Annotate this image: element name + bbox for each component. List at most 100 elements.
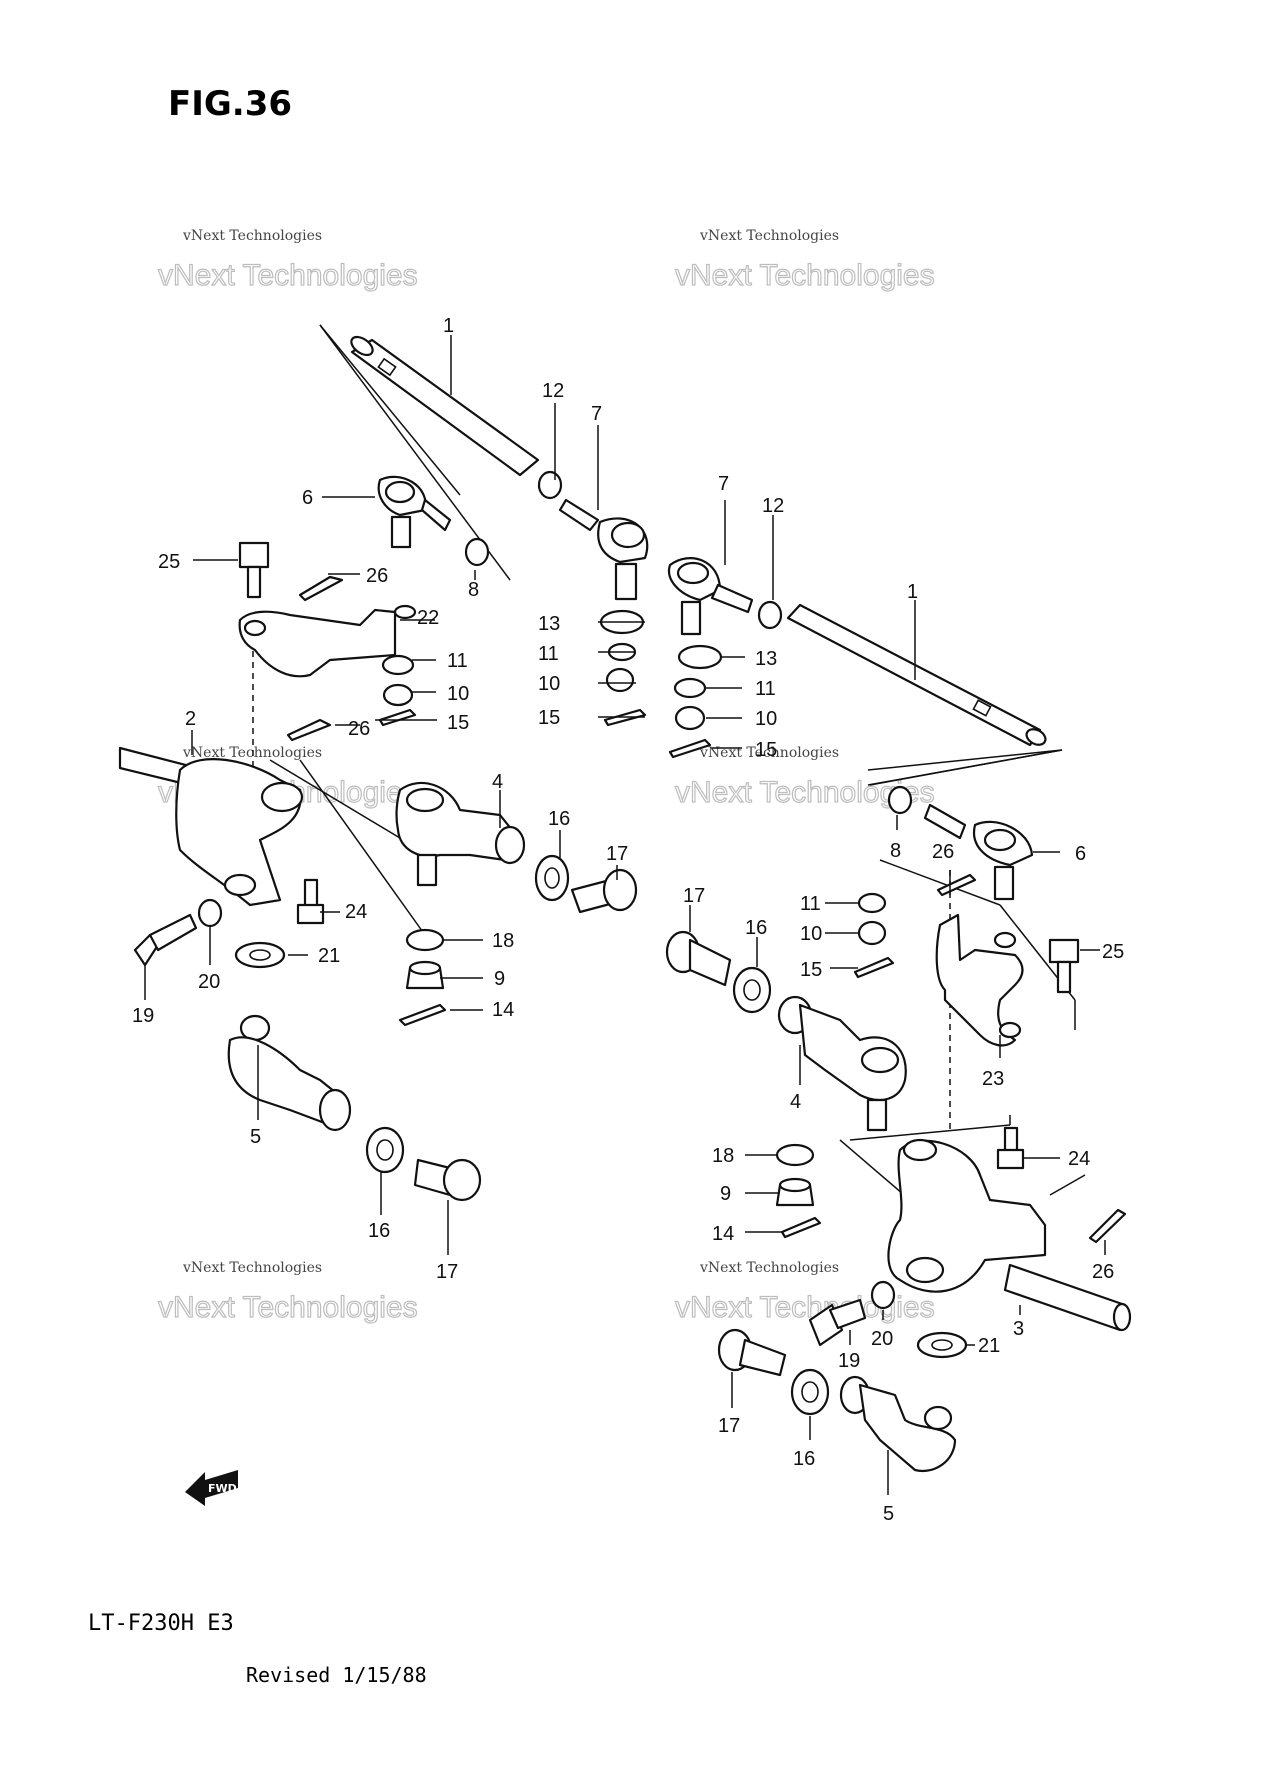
nut-10-right xyxy=(674,705,706,731)
tie-rod-right xyxy=(786,603,1047,747)
revision-note: Revised 1/15/88 xyxy=(246,1663,427,1687)
castle-nut-9-right xyxy=(775,1177,815,1207)
callout-6: 6 xyxy=(1075,843,1086,865)
lock-nut-12-right xyxy=(757,600,783,630)
callout-13: 13 xyxy=(755,648,777,670)
spacer-16-left xyxy=(534,854,570,902)
callout-13: 13 xyxy=(538,613,560,635)
callout-25: 25 xyxy=(1102,941,1124,963)
bolt-17-right xyxy=(665,930,732,987)
callout-5: 5 xyxy=(883,1503,894,1525)
callout-3: 3 xyxy=(1013,1318,1024,1340)
watermark-text: vNext Technologies xyxy=(699,228,839,244)
callout-7: 7 xyxy=(718,473,729,495)
callout-26: 26 xyxy=(348,718,370,740)
callout-1: 1 xyxy=(907,581,918,603)
tie-rod-end-5-right xyxy=(839,1375,957,1473)
nut-10-left-upper xyxy=(382,683,414,707)
callout-11: 11 xyxy=(447,650,468,672)
lock-nut-8-left xyxy=(464,537,490,567)
cotter-pin-15-right xyxy=(668,738,712,759)
fwd-arrow-icon: FWD xyxy=(185,1470,238,1506)
callout-17: 17 xyxy=(606,843,628,865)
watermark-text: vNext Technologies xyxy=(699,745,839,761)
cotter-pin-14-right xyxy=(780,1216,822,1239)
callout-20: 20 xyxy=(871,1328,893,1350)
callout-6: 6 xyxy=(302,487,313,509)
callout-15: 15 xyxy=(800,959,822,981)
callout-25: 25 xyxy=(158,551,180,573)
callout-15: 15 xyxy=(755,739,777,761)
bolt-17-right-lower xyxy=(717,1328,787,1377)
steering-knuckle-3 xyxy=(887,1138,1132,1332)
callout-9: 9 xyxy=(720,1183,731,1205)
tie-rod-end-4-left xyxy=(395,781,526,887)
callout-11: 11 xyxy=(800,893,821,915)
watermark-outline: vNext Technologies xyxy=(158,1291,418,1324)
callout-10: 10 xyxy=(755,708,777,730)
washer-18-right xyxy=(775,1143,815,1167)
cotter-pin-15-right-lower xyxy=(853,956,895,979)
callout-4: 4 xyxy=(492,771,503,793)
washer-13-right xyxy=(677,644,723,670)
callout-24: 24 xyxy=(345,901,367,923)
tie-rod-end-4-right xyxy=(777,995,907,1132)
callout-20: 20 xyxy=(198,971,220,993)
fwd-label: FWD xyxy=(208,1482,237,1495)
nut-10-center-left xyxy=(605,667,635,693)
castle-nut-9-left xyxy=(405,960,445,990)
washer-21-left xyxy=(234,941,286,969)
callout-10: 10 xyxy=(447,683,469,705)
bolt-19-right xyxy=(808,1298,867,1347)
callout-1: 1 xyxy=(443,315,454,337)
watermark-text: vNext Technologies xyxy=(182,745,322,761)
callout-5: 5 xyxy=(250,1126,261,1148)
watermark-text: vNext Technologies xyxy=(182,1260,322,1276)
callout-leaders xyxy=(144,335,1106,1495)
bolt-24-left xyxy=(296,878,325,925)
spacer-16-right xyxy=(732,966,772,1014)
tie-rod-end-5-left xyxy=(227,1014,352,1132)
callout-8: 8 xyxy=(468,579,479,601)
bolt-19-left xyxy=(133,913,198,967)
callout-12: 12 xyxy=(762,495,784,517)
callout-8: 8 xyxy=(890,840,901,862)
callout-14: 14 xyxy=(492,999,514,1021)
callout-26: 26 xyxy=(1092,1261,1114,1283)
callout-23: 23 xyxy=(982,1068,1004,1090)
washer-11-right xyxy=(673,677,707,699)
callout-26: 26 xyxy=(366,565,388,587)
callout-11: 11 xyxy=(538,643,559,665)
callout-7: 7 xyxy=(591,403,602,425)
bolt-17-left-lower xyxy=(413,1158,482,1202)
callout-14: 14 xyxy=(712,1223,734,1245)
callout-26: 26 xyxy=(932,841,954,863)
callout-2: 2 xyxy=(185,708,196,730)
callout-22: 22 xyxy=(417,607,439,629)
figure-title: FIG.36 xyxy=(168,84,292,124)
tie-rod-end-7-right xyxy=(667,557,754,636)
callout-10: 10 xyxy=(538,673,560,695)
bolt-25-right xyxy=(1048,938,1080,994)
bolt-25-left xyxy=(238,541,270,599)
callout-16: 16 xyxy=(368,1220,390,1242)
callout-16: 16 xyxy=(793,1448,815,1470)
nut-10-right-lower xyxy=(857,920,887,946)
watermark-tc: vNext Technologies vNext Technologies xyxy=(674,228,935,293)
washer-20-left xyxy=(197,898,223,928)
callout-labels: 1 12 7 6 8 25 26 22 11 10 26 15 2 4 16 1… xyxy=(132,315,1124,1525)
tie-rod-end-7-left xyxy=(558,498,649,601)
tie-rod-end-6-left xyxy=(377,475,452,549)
watermark-text: vNext Technologies xyxy=(182,228,322,244)
cotter-pin-15-left xyxy=(378,708,417,727)
lock-nut-8-right xyxy=(887,785,913,815)
washer-21-right xyxy=(916,1331,968,1359)
watermark-outline: vNext Technologies xyxy=(158,259,418,292)
watermark-text: vNext Technologies xyxy=(699,1260,839,1276)
washer-11-left-upper xyxy=(381,654,415,676)
steering-arm-22 xyxy=(238,604,417,678)
callout-18: 18 xyxy=(712,1145,734,1167)
cotter-pin-14-left xyxy=(398,1003,447,1027)
spacer-16-right-lower xyxy=(790,1368,830,1416)
